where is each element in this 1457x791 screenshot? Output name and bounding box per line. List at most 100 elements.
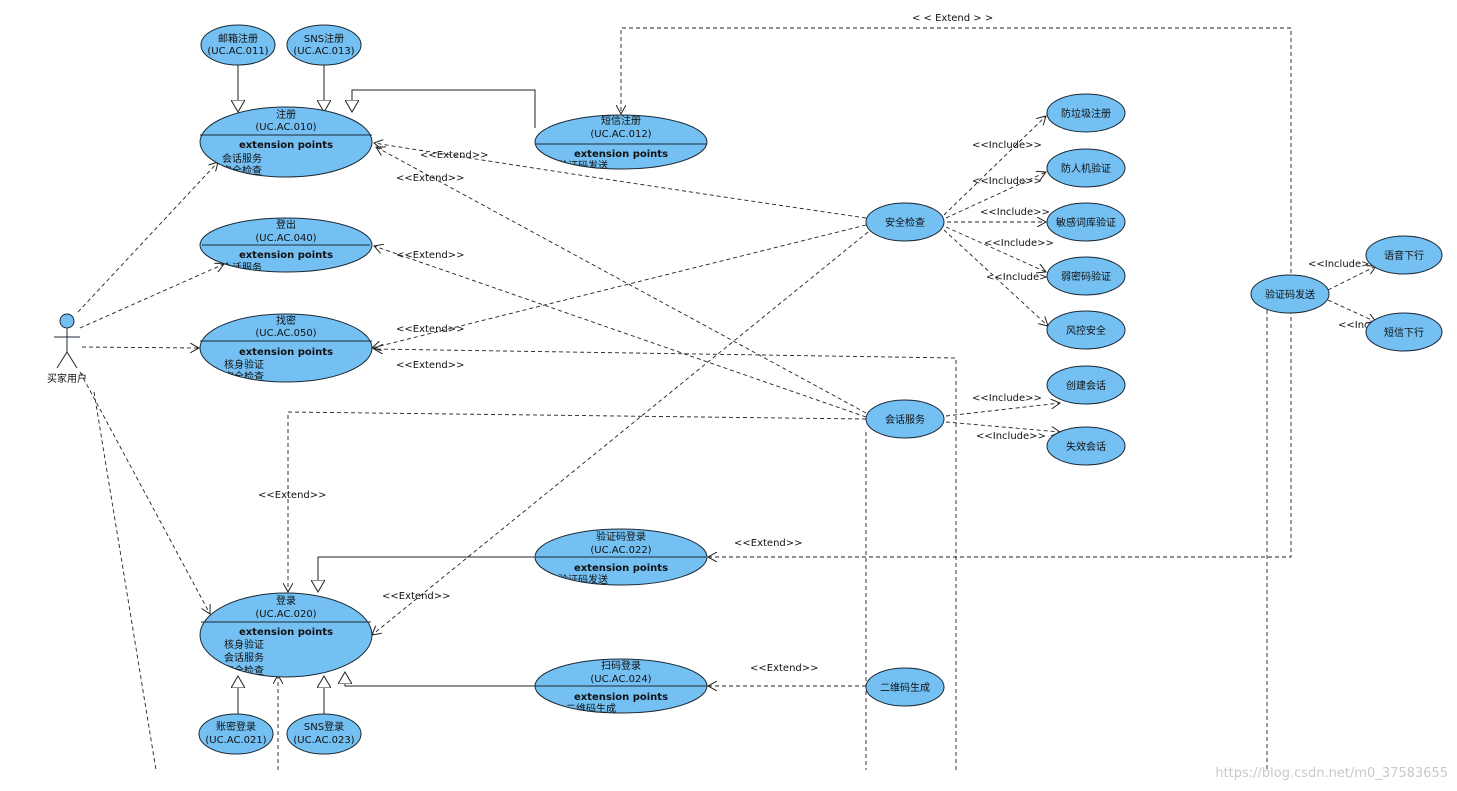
inc-weak (945, 226, 1046, 272)
use-case-id: (UC.AC.024) (590, 674, 651, 685)
extension-point: 二维码生成 (566, 702, 616, 715)
extension-point: 会话服务 (222, 261, 262, 274)
include-label: <<Include>> (980, 207, 1050, 218)
extension-point: 核身验证 (224, 358, 264, 371)
use-case-name: 会话服务 (885, 413, 925, 426)
extend-label: <<Extend>> (750, 663, 819, 674)
ext-session-logout (374, 246, 867, 418)
ext-session-login (288, 411, 867, 592)
extension-points-header: extension points (239, 627, 333, 638)
use-case-id: (UC.AC.040) (255, 233, 316, 244)
use-case-sns-login[interactable]: SNS登录 (UC.AC.023) (286, 713, 362, 755)
use-case-name: 防人机验证 (1061, 162, 1111, 175)
actor-head (59, 313, 75, 329)
use-case-name: 账密登录 (216, 720, 256, 733)
use-case-name: 短信下行 (1384, 326, 1424, 339)
use-case-name: 安全检查 (885, 216, 925, 229)
use-case-security-check[interactable]: 安全检查 (865, 202, 945, 242)
use-case-id: (UC.AC.021) (205, 735, 266, 746)
extend-label: <<Extend>> (382, 591, 451, 602)
use-case-id: (UC.AC.011) (207, 46, 268, 57)
use-case-name: 扫码登录 (601, 659, 641, 672)
use-case-name: 敏感词库验证 (1056, 216, 1116, 229)
use-case-sensitive-words[interactable]: 敏感词库验证 (1046, 202, 1126, 242)
extend-label: <<Extend>> (258, 490, 327, 501)
use-case-name: 短信注册 (601, 114, 641, 127)
extend-label: <<Extend>> (734, 538, 803, 549)
use-case-scan-login[interactable]: 扫码登录 (UC.AC.024) extension points 二维码生成 (534, 658, 708, 715)
watermark: https://blog.csdn.net/m0_37583655 (1215, 766, 1448, 781)
ext-security-findpwd (372, 224, 867, 348)
use-case-qr-generate[interactable]: 二维码生成 (865, 667, 945, 707)
actor-buyer[interactable]: 买家用户 (47, 313, 87, 385)
use-case-logout[interactable]: 登出 (UC.AC.040) extension points 会话服务 (199, 217, 373, 274)
use-case-code-login[interactable]: 验证码登录 (UC.AC.022) extension points 验证码发送 (534, 528, 708, 586)
use-case-code-send[interactable]: 验证码发送 (1250, 274, 1330, 314)
use-case-create-session[interactable]: 创建会话 (1046, 365, 1126, 405)
use-case-name: SNS注册 (304, 32, 344, 45)
use-case-password-login[interactable]: 账密登录 (UC.AC.021) (198, 713, 274, 755)
use-case-register[interactable]: 注册 (UC.AC.010) extension points 会话服务 安全检… (199, 106, 373, 178)
use-case-name: 找密 (276, 314, 296, 327)
use-case-sms-register[interactable]: 短信注册 (UC.AC.012) extension points 验证码发送 (534, 114, 708, 172)
use-case-id: (UC.AC.050) (255, 328, 316, 339)
use-case-name: 验证码登录 (596, 530, 646, 543)
use-case-sns-register[interactable]: SNS注册 (UC.AC.013) (286, 24, 362, 66)
extension-points-header: extension points (239, 250, 333, 261)
ext-code-codelogin (708, 310, 1292, 557)
extension-point: 核身验证 (224, 638, 264, 651)
inc-expire-session (945, 421, 1060, 432)
use-case-name: 弱密码验证 (1061, 270, 1111, 283)
use-case-name: 登出 (276, 218, 296, 231)
use-case-name: 二维码生成 (880, 681, 930, 694)
inc-voice (1327, 266, 1376, 291)
extension-point: 会话服务 (224, 651, 264, 664)
extend-label: <<Extend>> (420, 150, 489, 161)
assoc-actor-register (77, 162, 218, 313)
use-case-expire-session[interactable]: 失效会话 (1046, 426, 1126, 466)
extend-label: <<Extend>> (396, 360, 465, 371)
use-case-name: 创建会话 (1066, 379, 1106, 392)
use-case-id: (UC.AC.013) (293, 46, 354, 57)
use-case-risk-control[interactable]: 风控安全 (1046, 310, 1126, 350)
inc-sms (1327, 299, 1376, 322)
use-case-weak-password[interactable]: 弱密码验证 (1046, 256, 1126, 296)
ext-session-register (376, 147, 867, 414)
use-case-name: SNS登录 (304, 720, 344, 733)
use-case-session-service[interactable]: 会话服务 (865, 399, 945, 439)
relation-labels: < < Extend > > <<Extend>> <<Extend>> <<E… (258, 13, 1408, 674)
use-case-anti-bot[interactable]: 防人机验证 (1046, 148, 1126, 188)
gen-code-login (318, 556, 537, 592)
use-case-name: 失效会话 (1066, 440, 1106, 453)
inc-anti-bot (945, 172, 1046, 219)
use-case-id: (UC.AC.012) (590, 129, 651, 140)
ext-verify-findpwd (374, 349, 957, 770)
extension-points-header: extension points (239, 347, 333, 358)
extension-point: 验证码发送 (558, 159, 608, 172)
inc-create-session (945, 403, 1060, 417)
inc-risk (943, 229, 1048, 326)
include-label: <<Include>> (986, 272, 1056, 283)
use-case-anti-spam[interactable]: 防垃圾注册 (1046, 93, 1126, 133)
use-case-email-register[interactable]: 邮箱注册 (UC.AC.011) (200, 24, 276, 66)
assoc-actor-down (93, 391, 157, 771)
use-case-name: 注册 (276, 108, 296, 121)
extend-label: <<Extend>> (396, 250, 465, 261)
extension-point: 验证码发送 (558, 573, 608, 586)
inc-anti-spam (943, 116, 1046, 216)
use-case-name: 登录 (276, 594, 296, 607)
use-case-name: 风控安全 (1066, 324, 1106, 337)
use-case-voice-send[interactable]: 语音下行 (1365, 235, 1443, 275)
include-label: <<Include>> (972, 140, 1042, 151)
extension-points-header: extension points (574, 149, 668, 160)
use-case-login[interactable]: 登录 (UC.AC.020) extension points 核身验证 会话服… (199, 592, 373, 678)
use-case-sms-send[interactable]: 短信下行 (1365, 312, 1443, 352)
extension-points-header: extension points (574, 692, 668, 703)
use-case-name: 邮箱注册 (218, 32, 258, 45)
assoc-actor-logout (79, 264, 224, 329)
extend-label: <<Extend>> (396, 324, 465, 335)
extension-point: 安全检查 (224, 370, 264, 383)
relationships (77, 27, 1376, 771)
use-case-find-password[interactable]: 找密 (UC.AC.050) extension points 核身验证 安全检… (199, 313, 373, 383)
